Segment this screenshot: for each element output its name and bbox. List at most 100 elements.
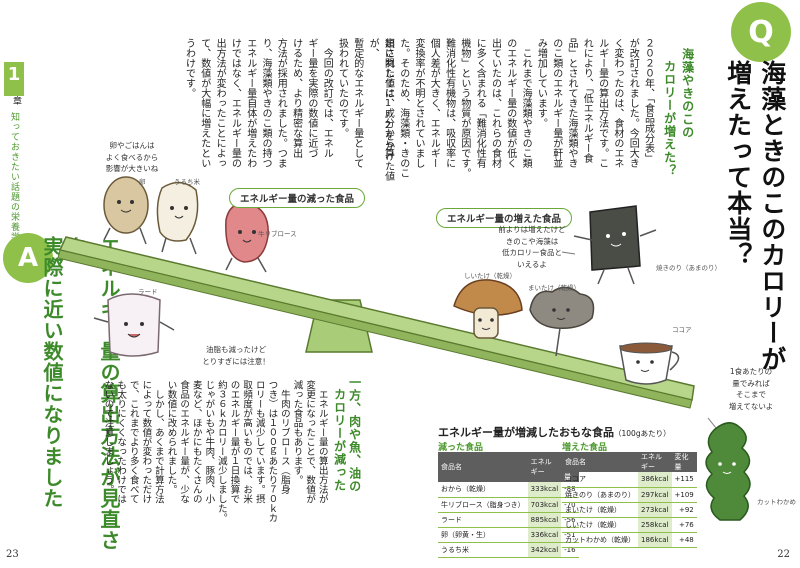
question-body-column: り、海藻類やきのこ類の持つ xyxy=(260,38,271,168)
table-row: しいたけ（乾燥）258kcal+76 xyxy=(562,517,697,533)
question-body-column: ギー量を実際の数値に近づ xyxy=(305,38,317,158)
question-body-column: に多く含まれる「難消化性有 xyxy=(474,38,486,168)
column-header-change: 変化量 xyxy=(671,452,697,472)
question-body-column: 出ていたのは、これらの食材 xyxy=(489,38,501,168)
wakame-character xyxy=(705,422,751,521)
question-body-column: ルギー量の算出方法です。こ xyxy=(596,38,608,168)
question-body-column: 扱われていたのです。 xyxy=(336,38,348,138)
question-badge: Q xyxy=(731,2,791,62)
food-label-maitake: まいたけ（乾燥） xyxy=(528,284,580,292)
energy-cell: 297kcal xyxy=(638,487,672,503)
change-cell: +115 xyxy=(671,472,697,488)
beef-rib-character xyxy=(225,202,269,273)
question-body-column: く変わったのは、食材のエネ xyxy=(611,38,623,168)
energy-cell: 885kcal xyxy=(527,512,562,528)
question-body-column: 変換率が不明とされていまし xyxy=(413,38,424,168)
callout-fat: 油脂も減ったけど とりすぎには注意！ xyxy=(202,345,270,366)
egg-character xyxy=(103,176,149,245)
change-cell: +92 xyxy=(671,502,697,518)
section2-body-column: 食品のエネルギー量が、少な xyxy=(178,380,190,504)
question-body-column: 難消化性有機物は、吸収率に xyxy=(443,38,455,168)
question-title-line1: 海藻ときのこのカロリーが xyxy=(757,60,787,372)
food-label-shiitake: しいたけ（乾燥） xyxy=(464,272,516,280)
food-name-cell: ココア xyxy=(562,472,638,488)
section2-body-column: 麦など、ほかにもたくさんの xyxy=(190,380,202,504)
section2-body-column: つき）は１００ｇあたり７０ｋカ xyxy=(266,380,278,523)
question-body-column: うわけです。 xyxy=(183,38,195,98)
section2-body-column: も太りにくくなったわけでは xyxy=(115,380,127,504)
table-row: おから（乾燥）333kcal-88 xyxy=(438,482,579,498)
column-header-energy: エネルギー xyxy=(638,452,672,472)
table-header-row: 食品名 エネルギー 変化量 xyxy=(438,452,579,482)
energy-cell: 273kcal xyxy=(638,502,672,518)
section2-body-column: しかし、あくまで計算方法 xyxy=(152,380,164,504)
question-body-column: が改訂されました。今回大き xyxy=(627,38,639,168)
food-name-cell: 焼きのり（あまのり） xyxy=(562,487,638,503)
page-number-left: 23 xyxy=(6,549,19,560)
table-header-row: 食品名 エネルギー 変化量 xyxy=(562,452,697,472)
question-body-column: 出方法が変わったことによっ xyxy=(214,38,226,168)
section2-body-column: のエネルギー量が１日換算で xyxy=(228,380,240,504)
question-subheading-line1: 海藻やきのこの xyxy=(680,48,695,139)
table-row: カットわかめ（乾燥）186kcal+48 xyxy=(562,532,697,548)
food-name-cell: 卵（卵黄・生） xyxy=(438,527,528,543)
nori-character xyxy=(573,205,657,285)
food-name-cell: うるち米 xyxy=(438,542,528,558)
section2-body-column: い数値に改められました。 xyxy=(165,380,177,494)
section2-body-column: 牛肉のリブロース（脂身 xyxy=(278,380,290,495)
answer-badge: A xyxy=(3,233,53,283)
shiitake-character xyxy=(453,279,523,339)
energy-cell: 342kcal xyxy=(527,542,562,558)
decreased-foods-table: 食品名 エネルギー 変化量 おから（乾燥）333kcal-88牛リブロース（脂身… xyxy=(438,452,579,558)
decreased-table-label: 減った食品 xyxy=(438,443,484,453)
section2-body-column: 変更になったことで、数値が xyxy=(304,380,316,504)
table-row: 牛リブロース（脂身つき）703kcal-70 xyxy=(438,497,579,513)
question-body-column: のエネルギー量の数値が低く xyxy=(504,38,516,168)
question-body-column: けるため、より精密な算出 xyxy=(290,38,302,158)
increased-foods-label: エネルギー量の増えた食品 xyxy=(436,208,573,228)
table-title: エネルギー量が増減したおもな食品（100gあたり） xyxy=(438,426,671,439)
question-body-column: 品」とされてきた海藻類やき xyxy=(566,38,577,168)
chapter-suffix: 章 xyxy=(10,96,21,105)
chapter-title: 知っておきたい話題の栄養学 xyxy=(8,112,19,242)
food-label-lard: ラード xyxy=(138,288,158,296)
section2-body-column: ロリーも減少しています。摂 xyxy=(253,380,265,504)
table-row: 卵（卵黄・生）336kcal-51 xyxy=(438,527,579,543)
question-body-column: 今回の改訂では、エネル xyxy=(321,38,333,158)
cocoa-character xyxy=(619,342,680,385)
question-body-column: のこ類のエネルギー量が軒並 xyxy=(550,38,562,168)
table-row: 焼きのり（あまのり）297kcal+109 xyxy=(562,487,697,503)
section2-subheading-line1: 一方、肉や魚、油の xyxy=(347,376,362,493)
section2-body-column: ないので注意しましょう。 xyxy=(102,380,114,494)
question-body-column: これまで海藻類やきのこ類 xyxy=(520,38,532,168)
food-label-rice: うるち米 xyxy=(174,178,200,186)
question-body-column: み増加しています。 xyxy=(535,38,547,128)
lard-character xyxy=(93,293,175,357)
question-body-column: ２０２０年、「食品成分表」 xyxy=(642,38,654,163)
energy-cell: 186kcal xyxy=(638,532,672,548)
food-name-cell: まいたけ（乾燥） xyxy=(562,502,638,518)
section2-body-column: エネルギー量の算出方法が xyxy=(316,380,328,504)
maitake-character xyxy=(529,286,595,357)
section2-body-column: 取頻度が高いものでは、お米 xyxy=(241,380,253,504)
food-label-nori: 焼きのり（あまのり） xyxy=(656,264,721,272)
page-number-right: 22 xyxy=(777,549,790,560)
question-body-column: た。そのため、海藻類・きのこ xyxy=(397,38,409,178)
energy-cell: 258kcal xyxy=(638,517,672,533)
food-name-cell: カットわかめ（乾燥） xyxy=(562,532,638,548)
question-body-column: 方法が採用されました。つま xyxy=(275,38,287,168)
food-label-beef: 牛リブロース xyxy=(258,230,297,238)
column-header-food: 食品名 xyxy=(562,452,638,472)
change-cell: +76 xyxy=(671,517,697,533)
food-name-cell: 牛リブロース（脂身つき） xyxy=(438,497,528,513)
column-header-energy: エネルギー xyxy=(527,452,562,482)
question-body-column: 機物」という物質が原因です。 xyxy=(458,38,470,178)
section2-subheading-line2: カロリーが減った xyxy=(332,388,347,492)
food-label-wakame: カットわかめ xyxy=(757,498,796,506)
callout-egg-rice: 卵やごはんは よく食べるから 影響が大きいね xyxy=(105,141,159,174)
energy-cell: 386kcal xyxy=(638,472,672,488)
